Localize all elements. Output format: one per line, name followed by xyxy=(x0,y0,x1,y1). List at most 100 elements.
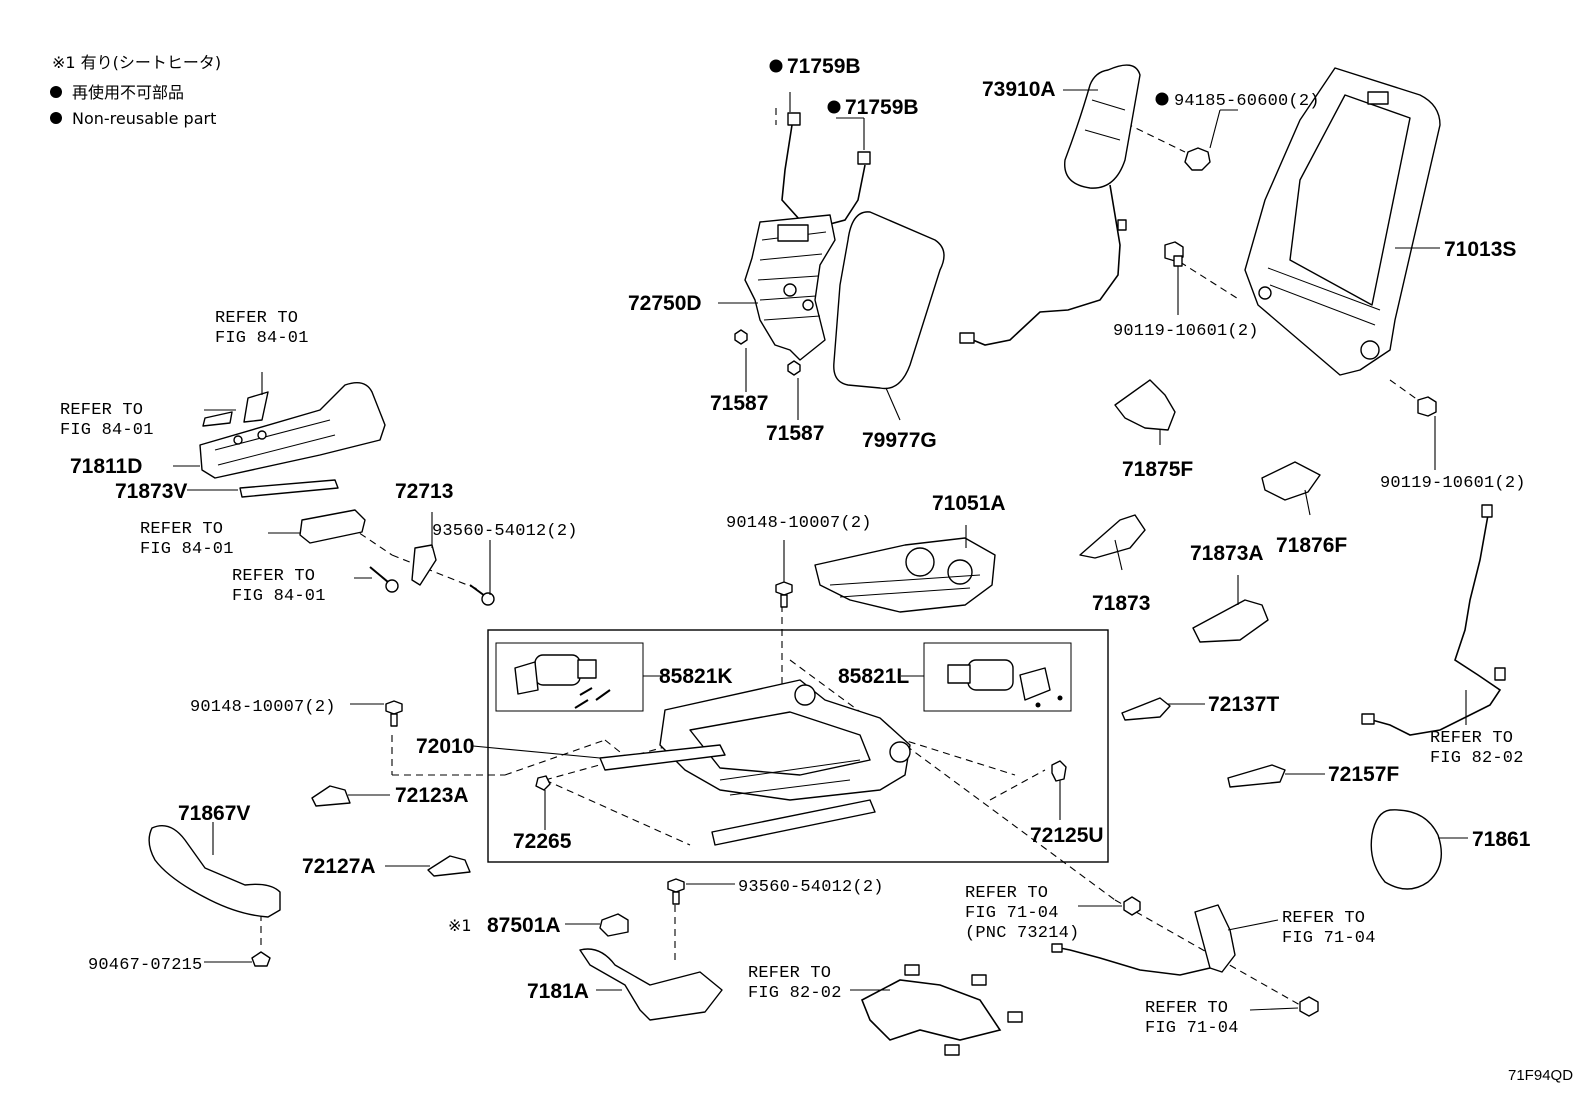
seat-cushion-frame-group-box xyxy=(487,629,1109,863)
part-label-71587: 71587 xyxy=(710,392,768,415)
part-label-73910A: 73910A xyxy=(982,78,1056,101)
refer-to-fig-label: FIG 84-01 xyxy=(232,587,326,606)
seat-back-frame-71013S-drawing xyxy=(1244,67,1441,376)
part-label-71861: 71861 xyxy=(1472,828,1531,851)
wire-clip-71759B-drawing xyxy=(781,112,871,229)
refer-to-label: REFER TO xyxy=(60,401,143,420)
bolt-93560-54012-drawing xyxy=(667,878,685,905)
part-label-72123A: 72123A xyxy=(395,784,469,807)
refer-to-label: REFER TO xyxy=(1430,729,1513,748)
refer-to-label: REFER TO xyxy=(1145,999,1228,1018)
motor-85821L-drawing xyxy=(947,659,1063,708)
refer-to-label: REFER TO xyxy=(748,964,831,983)
side-airbag-73910A-drawing xyxy=(959,64,1141,346)
refer-to-pnc-label: (PNC 73214) xyxy=(965,924,1079,943)
pad-79977G-drawing xyxy=(833,211,945,390)
clip-90467-07215-drawing xyxy=(251,951,271,967)
part-label-71587: 71587 xyxy=(766,422,824,445)
part-label-71013S: 71013S xyxy=(1444,238,1516,261)
pad-71861-drawing xyxy=(1370,809,1442,890)
clip-72265-drawing xyxy=(535,775,551,791)
cover-72123A-drawing xyxy=(311,785,351,807)
cushion-frame-71051A-drawing xyxy=(814,537,996,613)
screw-drawing xyxy=(369,566,495,606)
part-label-71051A: 71051A xyxy=(932,492,1006,515)
part-label-90467-07215: 90467-07215 xyxy=(88,956,202,975)
part-label-7181A: 7181A xyxy=(527,980,589,1003)
refer-to-fig-label: FIG 84-01 xyxy=(140,540,234,559)
part-label-72713: 72713 xyxy=(395,480,453,503)
wire-harness-drawing xyxy=(860,964,1023,1056)
refer-to-fig-label: FIG 71-04 xyxy=(965,904,1059,923)
motor-85821L-box xyxy=(923,642,1072,712)
switch-72713-drawing xyxy=(299,509,437,586)
diagram-code: 71F94QD xyxy=(1508,1067,1573,1084)
part-label-90119-10601: 90119-10601(2) xyxy=(1113,322,1259,341)
part-label-90119-10601: 90119-10601(2) xyxy=(1380,474,1526,493)
refer-to-fig-label: FIG 82-02 xyxy=(1430,749,1524,768)
clip-72125U-drawing xyxy=(1051,760,1067,782)
motor-85821K-drawing xyxy=(514,654,611,709)
bracket-71875F-drawing xyxy=(1114,379,1176,431)
part-label-85821K: 85821K xyxy=(659,665,733,688)
legend: ※1 有り(シートヒータ) 再使用不可部品 Non-reusable part xyxy=(50,53,221,128)
legend-non-reusable-jp: 再使用不可部品 xyxy=(72,83,184,102)
part-label-71873: 71873 xyxy=(1092,592,1150,615)
bracket-71876F-drawing xyxy=(1261,461,1321,501)
lumbar-support-72750D-drawing xyxy=(734,214,836,376)
non-reusable-dot-icon xyxy=(50,112,62,124)
bolt-90148-10007-drawing xyxy=(385,581,793,727)
part-label-90148-10007: 90148-10007(2) xyxy=(726,514,872,533)
part-label-94185-60600: 94185-60600(2) xyxy=(1174,92,1320,111)
cover-71867V-drawing xyxy=(148,825,281,918)
seat-side-shield-71811D-drawing xyxy=(199,382,386,479)
part-label-93560-54012: 93560-54012(2) xyxy=(432,522,578,541)
wire-harness-right-drawing xyxy=(1361,504,1506,736)
heater-option-mark: ※1 xyxy=(448,916,472,935)
refer-to-fig-label: FIG 82-02 xyxy=(748,984,842,1003)
bracket-7181A-drawing xyxy=(579,948,723,1021)
cover-71873A-drawing xyxy=(1192,599,1269,643)
refer-to-fig-label: FIG 71-04 xyxy=(1282,929,1376,948)
part-label-71876F: 71876F xyxy=(1276,534,1347,557)
part-label-72265: 72265 xyxy=(513,830,572,853)
non-reusable-dot-icon xyxy=(1155,92,1169,106)
cover-71873-drawing xyxy=(1079,514,1146,559)
refer-to-label: REFER TO xyxy=(1282,909,1365,928)
part-label-93560-54012: 93560-54012(2) xyxy=(738,878,884,897)
part-label-79977G: 79977G xyxy=(862,429,937,452)
part-label-87501A: 87501A xyxy=(487,914,561,937)
bolt-90119-10601-drawing xyxy=(1164,241,1437,417)
cover-72157F-drawing xyxy=(1227,764,1286,788)
part-labels: 71759B 71759B 73910A 94185-60600(2) 7101… xyxy=(60,55,1573,1084)
part-label-72010: 72010 xyxy=(416,735,474,758)
heater-87501A-drawing xyxy=(599,913,629,937)
part-label-72137T: 72137T xyxy=(1208,693,1279,716)
refer-to-label: REFER TO xyxy=(965,884,1048,903)
cover-72127A-drawing xyxy=(427,855,471,877)
refer-to-label: REFER TO xyxy=(232,567,315,586)
part-label-90148-10007: 90148-10007(2) xyxy=(190,698,336,717)
refer-to-label: REFER TO xyxy=(140,520,223,539)
part-label-71759B: 71759B xyxy=(787,55,861,78)
part-label-71867V: 71867V xyxy=(178,802,250,825)
part-label-71875F: 71875F xyxy=(1122,458,1193,481)
refer-to-fig-label: FIG 84-01 xyxy=(215,329,309,348)
refer-to-fig-label: FIG 71-04 xyxy=(1145,1019,1239,1038)
part-label-71873V: 71873V xyxy=(115,480,187,503)
non-reusable-dot-icon xyxy=(769,59,783,73)
refer-to-label: REFER TO xyxy=(215,309,298,328)
legend-non-reusable-en: Non-reusable part xyxy=(72,109,216,128)
part-label-71873A: 71873A xyxy=(1190,542,1264,565)
non-reusable-dot-icon xyxy=(50,86,62,98)
part-label-72157F: 72157F xyxy=(1328,763,1399,786)
nut-94185-60600-drawing xyxy=(1184,147,1211,171)
part-label-71759B: 71759B xyxy=(845,96,919,119)
part-label-72125U: 72125U xyxy=(1030,824,1104,847)
seat-adjuster-72010-drawing xyxy=(599,679,911,846)
cover-72137T-drawing xyxy=(1121,697,1171,721)
motor-85821K-box xyxy=(495,642,644,712)
part-label-85821L: 85821L xyxy=(838,665,909,688)
